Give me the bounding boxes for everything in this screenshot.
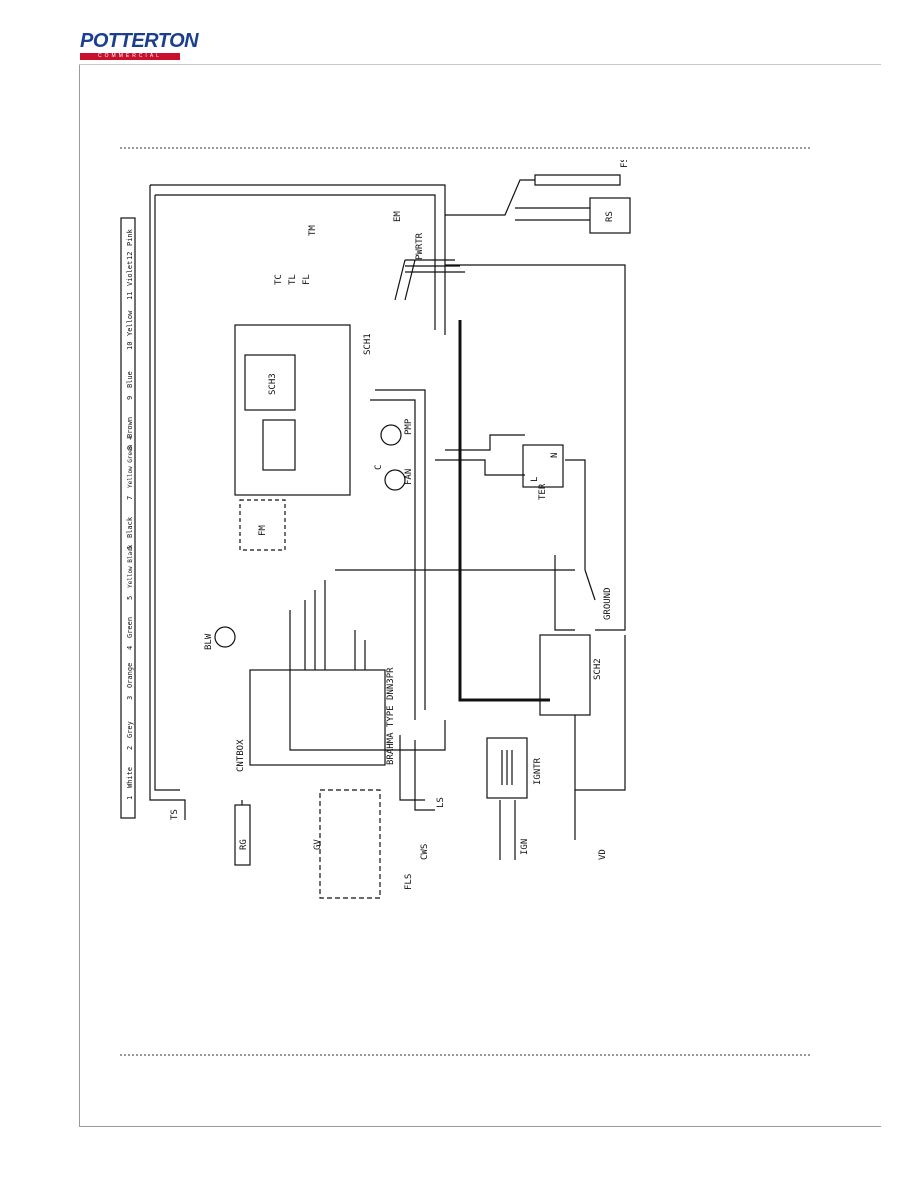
dotted-separator-top [120,147,810,149]
legend-color-1: White [126,767,134,788]
label-tl: TL [288,274,298,285]
label-cntbox: CNTBOX [236,739,246,772]
label-vd: VD [598,849,608,860]
legend: 1 White 2 Grey 3 Orange 4 Green 5 Yellow… [126,228,134,800]
label-blw: BLW [204,633,214,650]
legend-color-7: Yellow Green ⏚ [127,435,134,488]
label-ground: GROUND [603,587,613,620]
legend-item-7: 7 [126,496,134,500]
legend-item-9: 9 [126,396,134,400]
pump-motor [380,424,402,446]
rg-box [234,804,251,866]
label-c: C [374,465,384,470]
wiring-diagram: 1 White 2 Grey 3 Orange 4 Green 5 Yellow… [120,160,631,899]
legend-item-10: 10 [126,342,134,350]
legend-color-9: Blue [126,371,134,388]
left-rule [79,64,80,1126]
legend-item-8: 8 [126,446,134,450]
label-ts: TS [170,809,180,820]
label-rs: RS [605,211,615,222]
label-l: L [530,477,540,482]
label-gv: GV [313,839,323,850]
legend-color-2: Grey [126,721,134,738]
blower-motor [214,626,236,648]
label-ls: LS [436,797,446,808]
legend-color-11: Violet [126,261,134,286]
sch2-box [539,634,591,716]
label-brahma: BRAHMA TYPE DNN3PR [386,667,396,765]
legend-item-3: 3 [126,696,134,700]
legend-color-8: Brown [126,417,134,438]
label-tc: TC [274,274,284,285]
legend-item-1: 1 [126,796,134,800]
fan-motor [384,469,406,491]
brand-name: POTTERTON [80,30,199,52]
label-em: EM [393,211,403,222]
label-fan: FAN [404,469,414,485]
brand-logo: POTTERTON COMMERCIAL [80,30,199,62]
bottom-rule [79,1126,881,1127]
legend-color-5: Yellow Black [127,544,134,588]
legend-item-2: 2 [126,746,134,750]
label-pmp: PMP [404,418,414,435]
rs-box [589,197,631,234]
brand-sub: COMMERCIAL [80,53,180,60]
label-sch1: SCH1 [363,333,373,355]
label-cws: CWS [420,844,430,860]
legend-color-10: Yellow [126,310,134,336]
legend-item-11: 11 [126,292,134,300]
legend-table [120,217,136,819]
legend-item-4: 4 [126,646,134,650]
top-rule [79,64,881,65]
legend-color-12: Pink [126,228,134,246]
legend-item-5: 5 [126,596,134,600]
label-pwrtr: PWRTR [415,232,425,260]
gv-box [319,789,381,899]
dotted-separator-bottom [120,1054,810,1056]
legend-color-6: Black [126,516,134,538]
label-fl: FL [302,274,312,285]
label-tm: TM [308,225,318,236]
label-ter: TER [538,483,548,500]
legend-color-3: Orange [126,663,134,688]
terminal-block [522,444,564,488]
label-ign: IGN [520,839,530,855]
cntbox [249,669,386,766]
legend-color-4: Green [126,617,134,638]
label-sch2: SCH2 [593,658,603,680]
label-fs: FS [620,160,630,168]
label-fm: FM [258,525,268,536]
legend-item-12: 12 [126,252,134,260]
ignition-transformer [486,737,528,799]
label-fls: FLS [404,874,414,890]
label-sch3: SCH3 [268,373,278,395]
legend-item-6: 6 [126,546,134,550]
control-board [234,324,351,496]
label-igntr: IGNTR [533,757,543,785]
label-rg: RG [239,839,249,850]
label-n: N [550,453,560,458]
